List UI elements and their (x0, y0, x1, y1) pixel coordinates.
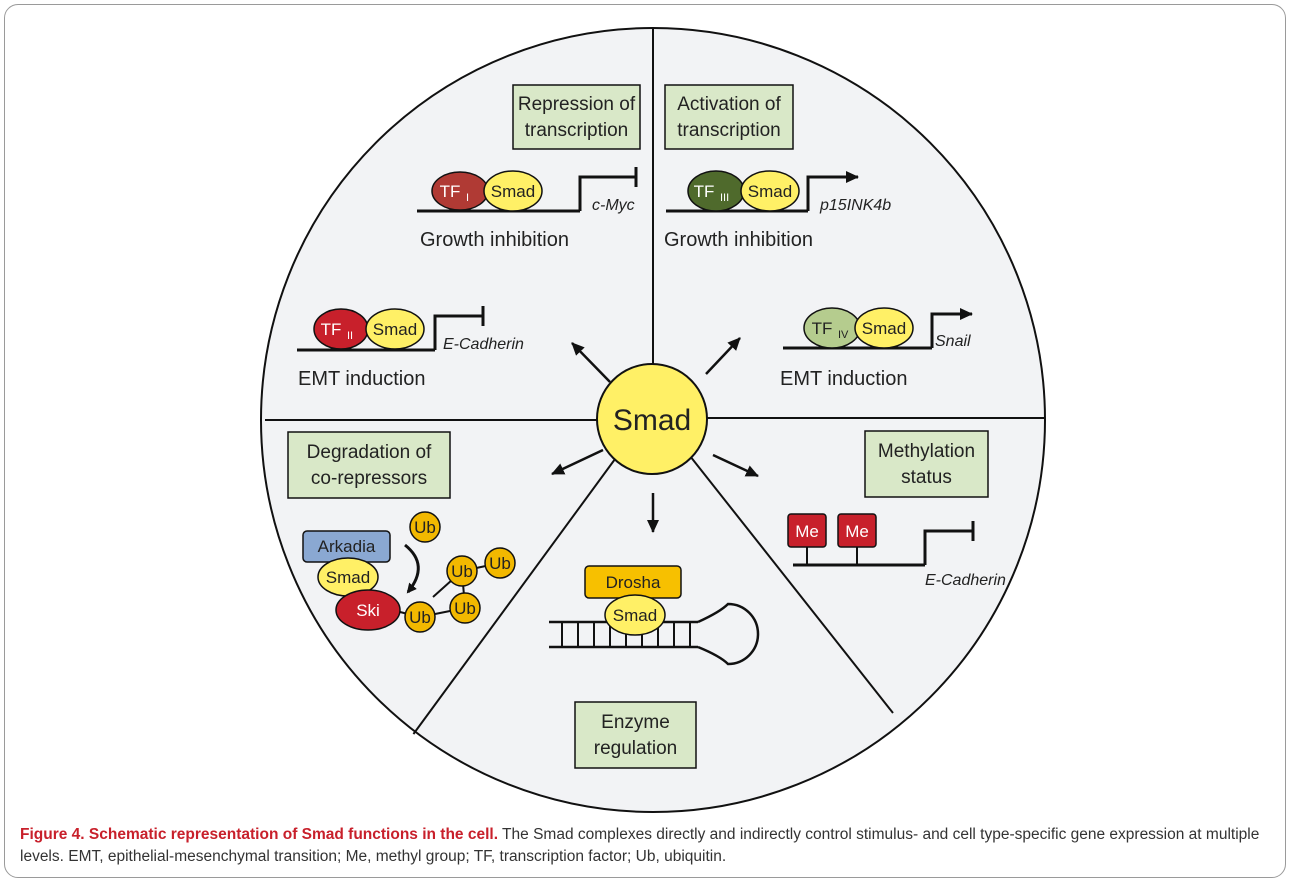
activation-box-line2: transcription (677, 120, 781, 141)
ub-label: Ub (409, 608, 431, 627)
smad-node (604, 594, 666, 636)
ub-node (404, 601, 436, 633)
caption-title: Figure 4. Schematic representation of Sm… (20, 826, 499, 843)
methylation-box-line1: Methylation (878, 441, 975, 462)
activation-box-line1: Activation of (677, 94, 781, 115)
smad-label: Smad (491, 182, 535, 201)
gene-p15ink4b: p15INK4b (819, 197, 891, 214)
central-smad-node (596, 363, 708, 475)
smad-node (854, 307, 914, 349)
me-label: Me (795, 522, 819, 541)
repression-row-cmyc: TF I Smad c-Myc Growth inhibition (417, 167, 638, 251)
emt-induction-label: EMT induction (780, 368, 907, 390)
ub-node (409, 511, 441, 543)
gene-e-cadherin: E-Cadherin (925, 572, 1006, 589)
me-label: Me (845, 522, 869, 541)
growth-inhibition-label: Growth inhibition (664, 229, 813, 251)
smad-label: Smad (613, 606, 657, 625)
arkadia-label: Arkadia (318, 537, 376, 556)
drosha-label: Drosha (606, 573, 661, 592)
central-smad-label: Smad (613, 404, 691, 437)
tf-iii-label: TF (694, 182, 715, 201)
ub-label: Ub (489, 554, 511, 573)
smad-label: Smad (326, 568, 370, 587)
tf-ii-label: TF (321, 320, 342, 339)
tf-iv-label: TF (812, 319, 833, 338)
ub-label: Ub (414, 518, 436, 537)
repression-box-line1: Repression of (518, 94, 636, 115)
me-node (787, 513, 827, 548)
smad-node (483, 170, 543, 212)
smad-node (740, 170, 800, 212)
degradation-box: Degradation of co-repressors (287, 431, 451, 499)
ubiquitination-complex: Arkadia Smad Ski Ub Ub Ub Ub Ub (302, 511, 516, 633)
repression-row-ecadherin: TF II Smad E-Cadherin EMT induction (297, 306, 524, 390)
me-node (837, 513, 877, 548)
methylation-gene: Me Me E-Cadherin (787, 513, 1006, 589)
growth-inhibition-label: Growth inhibition (420, 229, 569, 251)
activation-row-snail: TF IV Smad Snail EMT induction (780, 307, 973, 390)
enzyme-box-line1: Enzyme (601, 712, 670, 733)
activation-box: Activation of transcription (664, 84, 794, 150)
enzyme-box: Enzyme regulation (574, 701, 697, 769)
ub-node (484, 547, 516, 579)
smad-label: Smad (748, 182, 792, 201)
tf-i-sub: I (466, 192, 469, 204)
smad-node (365, 308, 425, 350)
methylation-box-line2: status (901, 467, 952, 488)
gene-snail: Snail (935, 333, 971, 350)
ski-node (335, 589, 401, 631)
smad-label: Smad (373, 320, 417, 339)
enzyme-box-line2: regulation (594, 738, 677, 759)
gene-e-cadherin: E-Cadherin (443, 336, 524, 353)
ubiquitin-chain: Ub Ub Ub Ub Ub (404, 511, 516, 633)
degradation-box-line2: co-repressors (311, 468, 427, 489)
ub-node (449, 592, 481, 624)
tf-iv-sub: IV (838, 329, 849, 341)
ub-node (446, 555, 478, 587)
tf-iii-sub: III (720, 192, 729, 204)
degradation-box-line1: Degradation of (307, 442, 432, 463)
ski-label: Ski (356, 601, 380, 620)
center-arrows (551, 337, 759, 533)
smad-diagram: Repression of transcription TF I Smad c-… (260, 27, 1046, 813)
ub-label: Ub (454, 599, 476, 618)
repression-box: Repression of transcription (512, 84, 641, 150)
smad-label: Smad (862, 319, 906, 338)
gene-c-myc: c-Myc (592, 197, 635, 214)
methylation-box: Methylation status (864, 430, 989, 498)
tf-i-label: TF (440, 182, 461, 201)
caption-text: The Smad complexes directly and indirect… (20, 826, 1260, 865)
ub-label: Ub (451, 562, 473, 581)
activation-row-p15: TF III Smad p15INK4b Growth inhibition (664, 170, 891, 251)
repression-box-line2: transcription (525, 120, 629, 141)
tf-ii-sub: II (347, 330, 353, 342)
enzyme-complex: Drosha Smad (549, 565, 760, 666)
sector-dividers (265, 28, 1044, 737)
emt-induction-label: EMT induction (298, 368, 425, 390)
figure-caption: Figure 4. Schematic representation of Sm… (20, 824, 1270, 868)
